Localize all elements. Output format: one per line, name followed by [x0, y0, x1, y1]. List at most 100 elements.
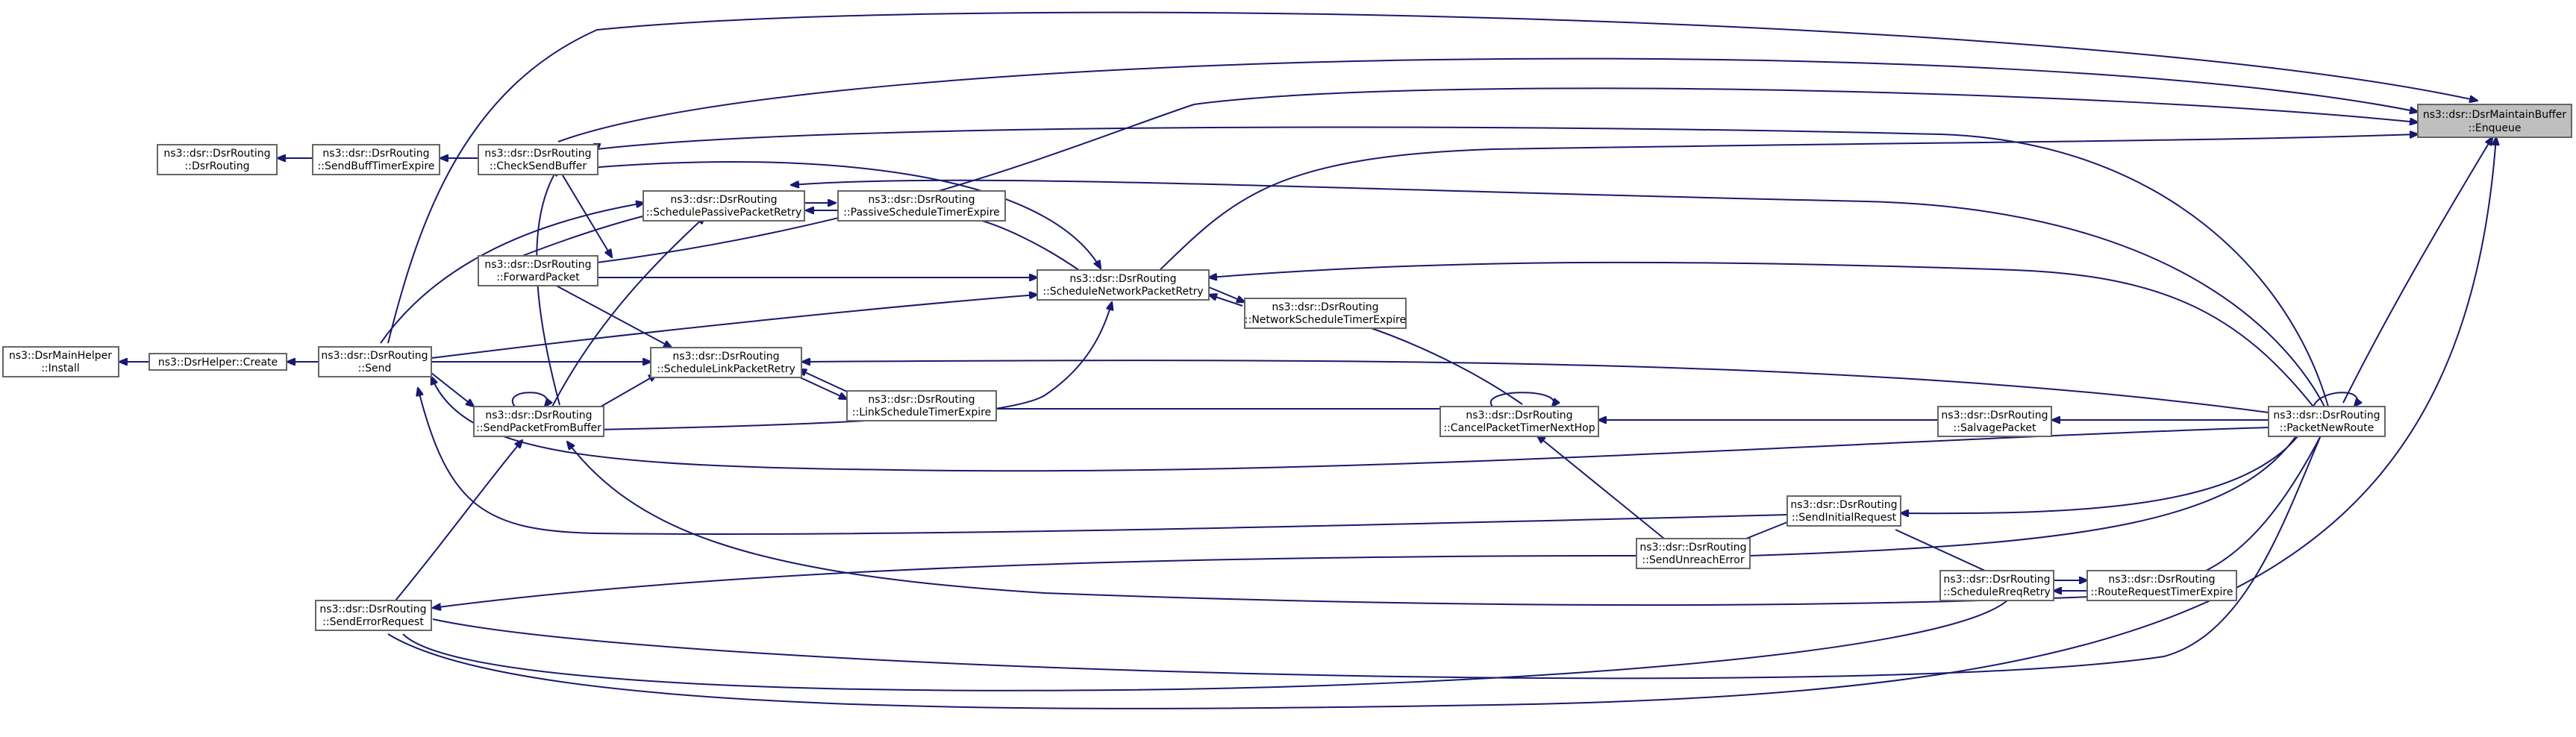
node-linktimer-line1: ns3::dsr::DsrRouting [868, 394, 975, 406]
node-sendunreacherror-line1: ns3::dsr::DsrRouting [1639, 542, 1746, 553]
node-packetnewroute-line2: ::PacketNewRoute [2280, 422, 2374, 434]
edge-packetnewroute-to-enqueue [2342, 137, 2492, 404]
node-linktimer-line2: ::LinkScheduleTimerExpire [852, 407, 991, 418]
node-salvagepacket-line2: ::SalvagePacket [1954, 422, 2036, 434]
node-checksendbuffer-line2: ::CheckSendBuffer [490, 160, 587, 172]
node-sendunreacherror[interactable]: ns3::dsr::DsrRouting ::SendUnreachError [1636, 538, 1751, 569]
edge-checksendbuffer-to-sendpacketfrombuffer [557, 167, 612, 257]
node-cancelpackettimernexthop[interactable]: ns3::dsr::DsrRouting ::CancelPacketTimer… [1439, 406, 1599, 437]
node-networkscheduletimerexpire[interactable]: ns3::dsr::DsrRouting ::NetworkScheduleTi… [1244, 298, 1407, 329]
node-cancelpacket-line1: ns3::dsr::DsrRouting [1466, 410, 1572, 421]
edge-packetnewroute-to-schedulelink [802, 360, 2269, 413]
node-passivescheduletimerexpire[interactable]: ns3::dsr::DsrRouting ::PassiveScheduleTi… [837, 190, 1006, 222]
node-networktimer-line1: ns3::dsr::DsrRouting [1272, 301, 1378, 313]
node-checksendbuffer[interactable]: ns3::dsr::DsrRouting ::CheckSendBuffer [478, 144, 598, 175]
edge-layer [119, 11, 2496, 709]
node-passivetimer-line2: ::PassiveScheduleTimerExpire [843, 207, 1000, 219]
edge-packetnewroute-to-routerequesttimer [2201, 435, 2322, 574]
edge-send-to-sendpacketfrombuffer [431, 372, 474, 407]
node-sendbufftimerexpire-line1: ns3::dsr::DsrRouting [322, 148, 429, 160]
edge-sendunreacherror-to-senderrorrequest [433, 555, 1642, 608]
node-dsrrouting[interactable]: ns3::dsr::DsrRouting ::DsrRouting [157, 144, 278, 175]
node-sendpacketfrombuffer-line2: ::SendPacketFromBuffer [476, 422, 601, 434]
node-routerequesttimerexpire[interactable]: ns3::dsr::DsrRouting ::RouteRequestTimer… [2086, 570, 2237, 601]
node-schedulelink-line2: ::ScheduleLinkPacketRetry [657, 363, 795, 375]
node-dsrmainhelperinstall[interactable]: ns3::DsrMainHelper ::Install [2, 346, 119, 377]
edge-cancelpacket-to-networktimer [1357, 323, 1523, 405]
node-sendinitialrequest-line2: ::SendInitialRequest [1792, 512, 1897, 524]
edge-send-to-enqueue [387, 11, 2477, 344]
node-networktimer-line2: ::NetworkScheduleTimerExpire [1245, 314, 1406, 326]
edge-sendpacketfrombuffer-to-schedulelink [596, 374, 657, 410]
node-sendinitialrequest[interactable]: ns3::dsr::DsrRouting ::SendInitialReques… [1786, 495, 1901, 527]
edge-packetnewroute-to-send [431, 377, 2269, 472]
edge-routerequesttimer-to-sendpacketfrombuffer [567, 442, 2090, 606]
node-packetnewroute-line1: ns3::dsr::DsrRouting [2273, 410, 2380, 421]
node-sendbufftimerexpire[interactable]: ns3::dsr::DsrRouting ::SendBuffTimerExpi… [312, 144, 440, 175]
node-send-line2: ::Send [358, 363, 392, 374]
node-packetnewroute[interactable]: ns3::dsr::DsrRouting ::PacketNewRoute [2268, 406, 2386, 437]
node-schedulepassivepacketretry[interactable]: ns3::dsr::DsrRouting ::SchedulePassivePa… [643, 190, 805, 222]
node-sendinitialrequest-line1: ns3::dsr::DsrRouting [1790, 499, 1897, 511]
node-send[interactable]: ns3::dsr::DsrRouting ::Send [318, 346, 432, 377]
node-schedulenetwork-line1: ns3::dsr::DsrRouting [1069, 273, 1176, 285]
edge-send-to-schedulepassive [380, 203, 644, 344]
node-dsrrouting-line2: ::DsrRouting [185, 160, 250, 172]
edge-schedulenetwork-to-networktimer [1208, 286, 1245, 302]
node-dsrmainhelperinstall-line2: ::Install [41, 363, 80, 374]
node-schedulepassive-line1: ns3::dsr::DsrRouting [670, 194, 777, 206]
edge-sendpacketfrombuffer-to-schedulepassive [551, 216, 705, 407]
node-passivetimer-line1: ns3::dsr::DsrRouting [868, 194, 975, 206]
node-enqueue-line1: ns3::dsr::DsrMaintainBuffer [2423, 109, 2566, 121]
node-senderrorrequest-line1: ns3::dsr::DsrRouting [319, 603, 426, 615]
edge-send-to-schedulenetwork [431, 295, 1037, 359]
edge-packetnewroute-to-senderrorrequest [432, 435, 2322, 680]
edge-networktimer-to-schedulenetwork [1209, 295, 1243, 307]
edge-schedulerreqretry-to-senderrorrequest [402, 600, 2008, 691]
edge-sendpacketfrombuffer-self [512, 392, 547, 407]
edge-schedulenetwork-to-passivetimer [969, 217, 1083, 273]
node-routerequesttimer-line2: ::RouteRequestTimerExpire [2091, 586, 2233, 598]
node-enqueue-line2: ::Enqueue [2468, 122, 2521, 134]
node-schedulerreqretry-line2: ::ScheduleRreqRetry [1943, 586, 2051, 598]
node-forwardpacket[interactable]: ns3::dsr::DsrRouting ::ForwardPacket [478, 255, 598, 286]
node-schedulelinkpacketretry[interactable]: ns3::dsr::DsrRouting ::ScheduleLinkPacke… [650, 347, 802, 378]
node-sendpacketfrombuffer[interactable]: ns3::dsr::DsrRouting ::SendPacketFromBuf… [473, 406, 604, 437]
node-salvagepacket[interactable]: ns3::dsr::DsrRouting ::SalvagePacket [1937, 406, 2052, 437]
edge-forwardpacket-to-enqueue [596, 87, 2418, 263]
edge-sendinitialrequest-to-send [418, 388, 1788, 535]
node-linkscheduletimerexpire[interactable]: ns3::dsr::DsrRouting ::LinkScheduleTimer… [846, 390, 997, 421]
edge-forwardpacket-to-schedulepassive [522, 214, 651, 257]
edge-checksendbuffer-to-schedulenetwork [589, 160, 1101, 269]
node-schedulenetwork-line2: ::ScheduleNetworkPacketRetry [1042, 286, 1203, 298]
edge-checksendbuffer-to-enqueue [557, 57, 2418, 142]
edge-forwardpacket-to-schedulelink [551, 283, 672, 348]
node-sendpacketfrombuffer-line1: ns3::dsr::DsrRouting [485, 410, 592, 421]
node-schedulerreqretry-line1: ns3::dsr::DsrRouting [1943, 574, 2050, 586]
node-routerequesttimer-line1: ns3::dsr::DsrRouting [2108, 574, 2215, 586]
node-salvagepacket-line1: ns3::dsr::DsrRouting [1941, 410, 2048, 421]
node-sendunreacherror-line2: ::SendUnreachError [1642, 554, 1744, 566]
node-layer: ns3::dsr::DsrMaintainBuffer ::Enqueue ns… [2, 104, 2572, 631]
edge-packetnewroute-to-sendunreacherror [1749, 432, 2299, 556]
edge-packetnewroute-to-schedulepassive [791, 179, 2325, 407]
node-forwardpacket-line1: ns3::dsr::DsrRouting [484, 259, 591, 271]
node-dsrhelpercreate-line1: ns3::DsrHelper::Create [158, 357, 278, 368]
edge-sendinitialrequest-to-sendunreacherror [1745, 521, 1788, 539]
edge-schedulenetwork-to-enqueue [1156, 134, 2418, 274]
node-enqueue[interactable]: ns3::dsr::DsrMaintainBuffer ::Enqueue [2417, 104, 2572, 138]
node-schedulepassive-line2: ::SchedulePassivePacketRetry [646, 207, 802, 219]
node-senderrorrequest-line2: ::SendErrorRequest [322, 616, 424, 628]
node-schedulenetworkpacketretry[interactable]: ns3::dsr::DsrRouting ::ScheduleNetworkPa… [1037, 269, 1210, 301]
edge-linktimer-to-schedulelink [798, 369, 848, 392]
node-forwardpacket-line2: ::ForwardPacket [496, 272, 580, 283]
node-send-line1: ns3::dsr::DsrRouting [321, 350, 428, 362]
node-schedulerreqretry[interactable]: ns3::dsr::DsrRouting ::ScheduleRreqRetry [1939, 570, 2054, 601]
edge-packetnewroute-to-sendinitialrequest [1901, 435, 2299, 513]
edge-packetnewroute-to-checksendbuffer [597, 126, 2329, 407]
node-senderrorrequest[interactable]: ns3::dsr::DsrRouting ::SendErrorRequest [315, 600, 432, 631]
edge-schedulerreqretry-to-sendinitialrequest [1895, 529, 1986, 571]
node-dsrhelpercreate[interactable]: ns3::DsrHelper::Create [149, 353, 287, 371]
edge-senderrorrequest-to-enqueue [387, 137, 2496, 709]
